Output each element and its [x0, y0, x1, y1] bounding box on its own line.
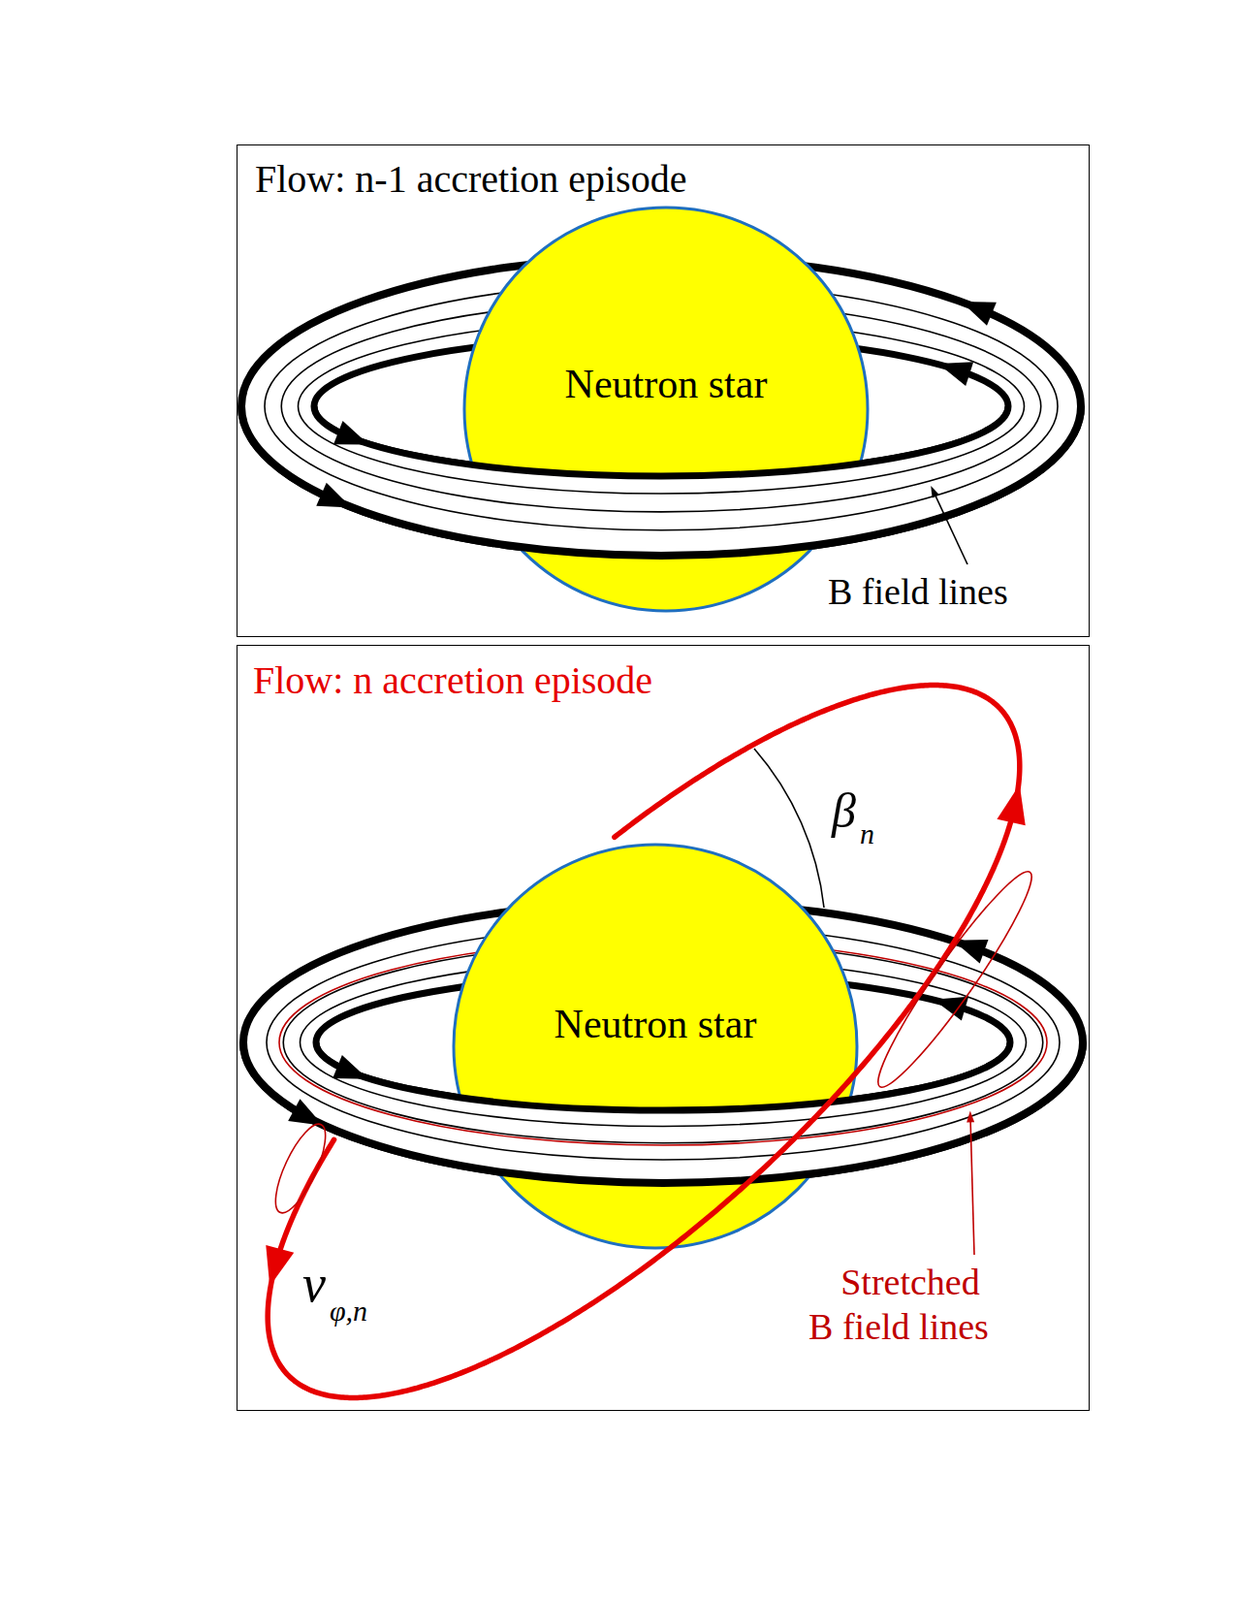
field-ring: [266, 1042, 1060, 1160]
field-lines-label: B field lines: [827, 570, 1009, 615]
stretched-field-loop: [265, 1117, 335, 1219]
field-ring: [264, 406, 1058, 531]
flow-arrowhead: [996, 784, 1025, 825]
velocity-symbol: v: [302, 1252, 326, 1316]
leader-arrowhead: [966, 1109, 975, 1122]
flow-arrowhead: [960, 301, 996, 326]
panel-heading: Flow: n accretion episode: [253, 657, 653, 704]
velocity-subscript: φ,n: [329, 1293, 368, 1329]
star-disc: [453, 844, 857, 1248]
angle-arc: [754, 748, 824, 908]
flow-arrowhead: [332, 1054, 368, 1079]
field-ring: [314, 406, 1009, 476]
flow-arrowhead: [316, 482, 351, 508]
star-label: Neutron star: [462, 359, 870, 409]
ring-front: [241, 406, 1081, 556]
star-label: Neutron star: [451, 999, 859, 1048]
stretched-field-loop: [863, 860, 1046, 1098]
field-ring: [300, 1042, 1027, 1127]
leader-line: [933, 491, 968, 565]
angle-subscript: n: [859, 816, 875, 852]
flow-arrowhead: [952, 939, 988, 963]
flow-arrowhead: [287, 1098, 323, 1126]
flow-orbit-group: [265, 685, 1046, 1398]
field-ring: [241, 406, 1081, 556]
flow-orbit: [267, 685, 1020, 1398]
ring-band: [241, 406, 1081, 556]
stretched-field-line: [279, 1042, 1047, 1145]
angle-symbol: β: [831, 781, 856, 840]
flow-arrowhead: [265, 1244, 294, 1287]
star-outline: [451, 842, 859, 1250]
panel-heading: Flow: n-1 accretion episode: [254, 156, 687, 203]
flow-arrowhead: [938, 361, 974, 386]
ring-front: [243, 1042, 1083, 1183]
field-ring: [316, 1042, 1011, 1110]
field-ring: [298, 406, 1025, 494]
episode-panel: Flow: n-1 accretion episodeNeutron star: [236, 144, 1090, 637]
stretched-field-label: Stretched B field lines: [805, 1260, 992, 1349]
field-ring: [281, 406, 1042, 512]
field-ring: [283, 1042, 1044, 1143]
flow-arrowhead: [333, 420, 369, 445]
leader-line: [970, 1116, 975, 1255]
field-ring: [243, 1042, 1083, 1183]
ring-band: [243, 1042, 1083, 1183]
neutron-star: Neutron star: [451, 842, 859, 1250]
leader-arrowhead: [930, 485, 940, 499]
